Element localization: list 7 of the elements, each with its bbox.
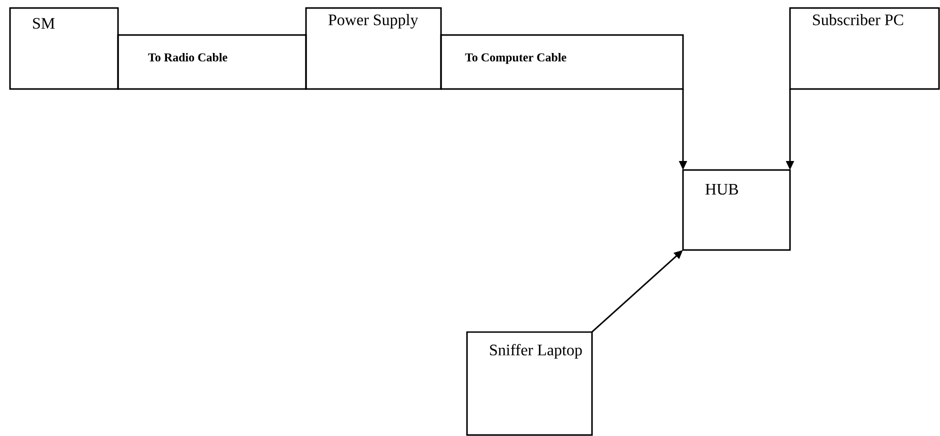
cable-box: To Radio Cable: [117, 34, 307, 90]
device-box: Subscriber PC: [789, 7, 940, 90]
device-box: SM: [9, 7, 119, 90]
hub-box: HUB: [682, 169, 791, 251]
device-box: Power Supply: [305, 7, 442, 90]
device-box: Sniffer Laptop: [466, 331, 593, 436]
cable-box: To Computer Cable: [440, 34, 684, 90]
